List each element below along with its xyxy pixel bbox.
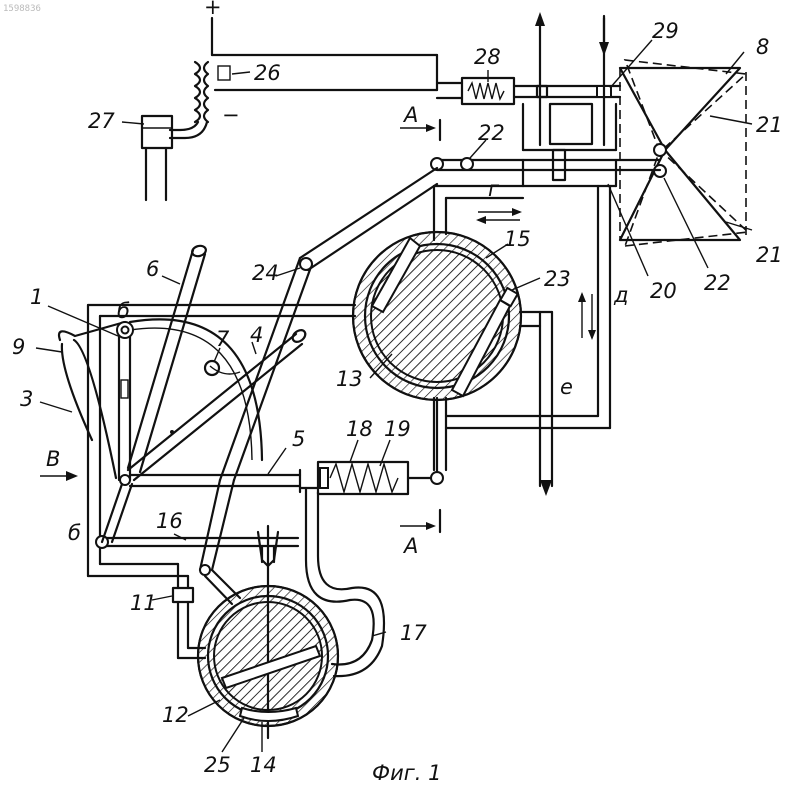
label-4: 4 [250, 323, 263, 347]
label-19: 19 [384, 417, 411, 441]
label-22-left: 22 [478, 121, 505, 145]
rotary-valve-13 [353, 232, 521, 400]
label-g: г [488, 177, 500, 201]
label-28: 28 [474, 45, 501, 69]
electric-supply-line: + − [204, 0, 437, 127]
label-3: 3 [20, 387, 33, 411]
plus-terminal-label: + [204, 0, 222, 19]
minus-terminal-label: − [222, 103, 240, 127]
contact-26 [170, 62, 230, 138]
label-17: 17 [400, 621, 427, 645]
label-29: 29 [652, 19, 679, 43]
label-15: 15 [504, 227, 531, 251]
label-14: 14 [250, 753, 277, 777]
section-mark-top: А [402, 103, 418, 127]
label-26: 26 [254, 61, 281, 85]
label-24: 24 [252, 261, 279, 285]
label-16: 16 [156, 509, 183, 533]
label-6: 6 [146, 257, 159, 281]
label-27: 27 [88, 109, 115, 133]
inlet-arrow-b [40, 471, 78, 481]
label-8: 8 [756, 35, 769, 59]
label-23: 23 [544, 267, 571, 291]
label-22-right: 22 [704, 271, 731, 295]
label-v: В [46, 447, 60, 471]
section-mark-bottom: А [402, 534, 418, 558]
label-b-top: б [117, 299, 130, 323]
rotary-valve-12 [198, 570, 338, 726]
label-11: 11 [130, 591, 157, 615]
shaft-assembly [437, 12, 620, 150]
label-25: 25 [204, 753, 231, 777]
label-18: 18 [346, 417, 373, 441]
watermark-text: 1598836 [3, 4, 41, 14]
link-rods-22 [431, 150, 660, 186]
leader-lines [36, 40, 752, 752]
label-d: д [613, 283, 629, 307]
label-20: 20 [650, 279, 677, 303]
label-5: 5 [292, 427, 305, 451]
label-e: е [560, 375, 573, 399]
sector-plate [59, 319, 262, 478]
label-12: 12 [162, 703, 189, 727]
figure-caption: Фиг. 1 [372, 761, 441, 785]
nozzle-27 [142, 116, 172, 200]
label-21-top: 21 [756, 113, 783, 137]
label-1: 1 [30, 285, 43, 309]
label-13: 13 [336, 367, 363, 391]
label-b-bottom: б [68, 521, 81, 545]
label-9: 9 [12, 335, 25, 359]
label-21-bottom: 21 [756, 243, 783, 267]
label-7: 7 [216, 327, 230, 351]
